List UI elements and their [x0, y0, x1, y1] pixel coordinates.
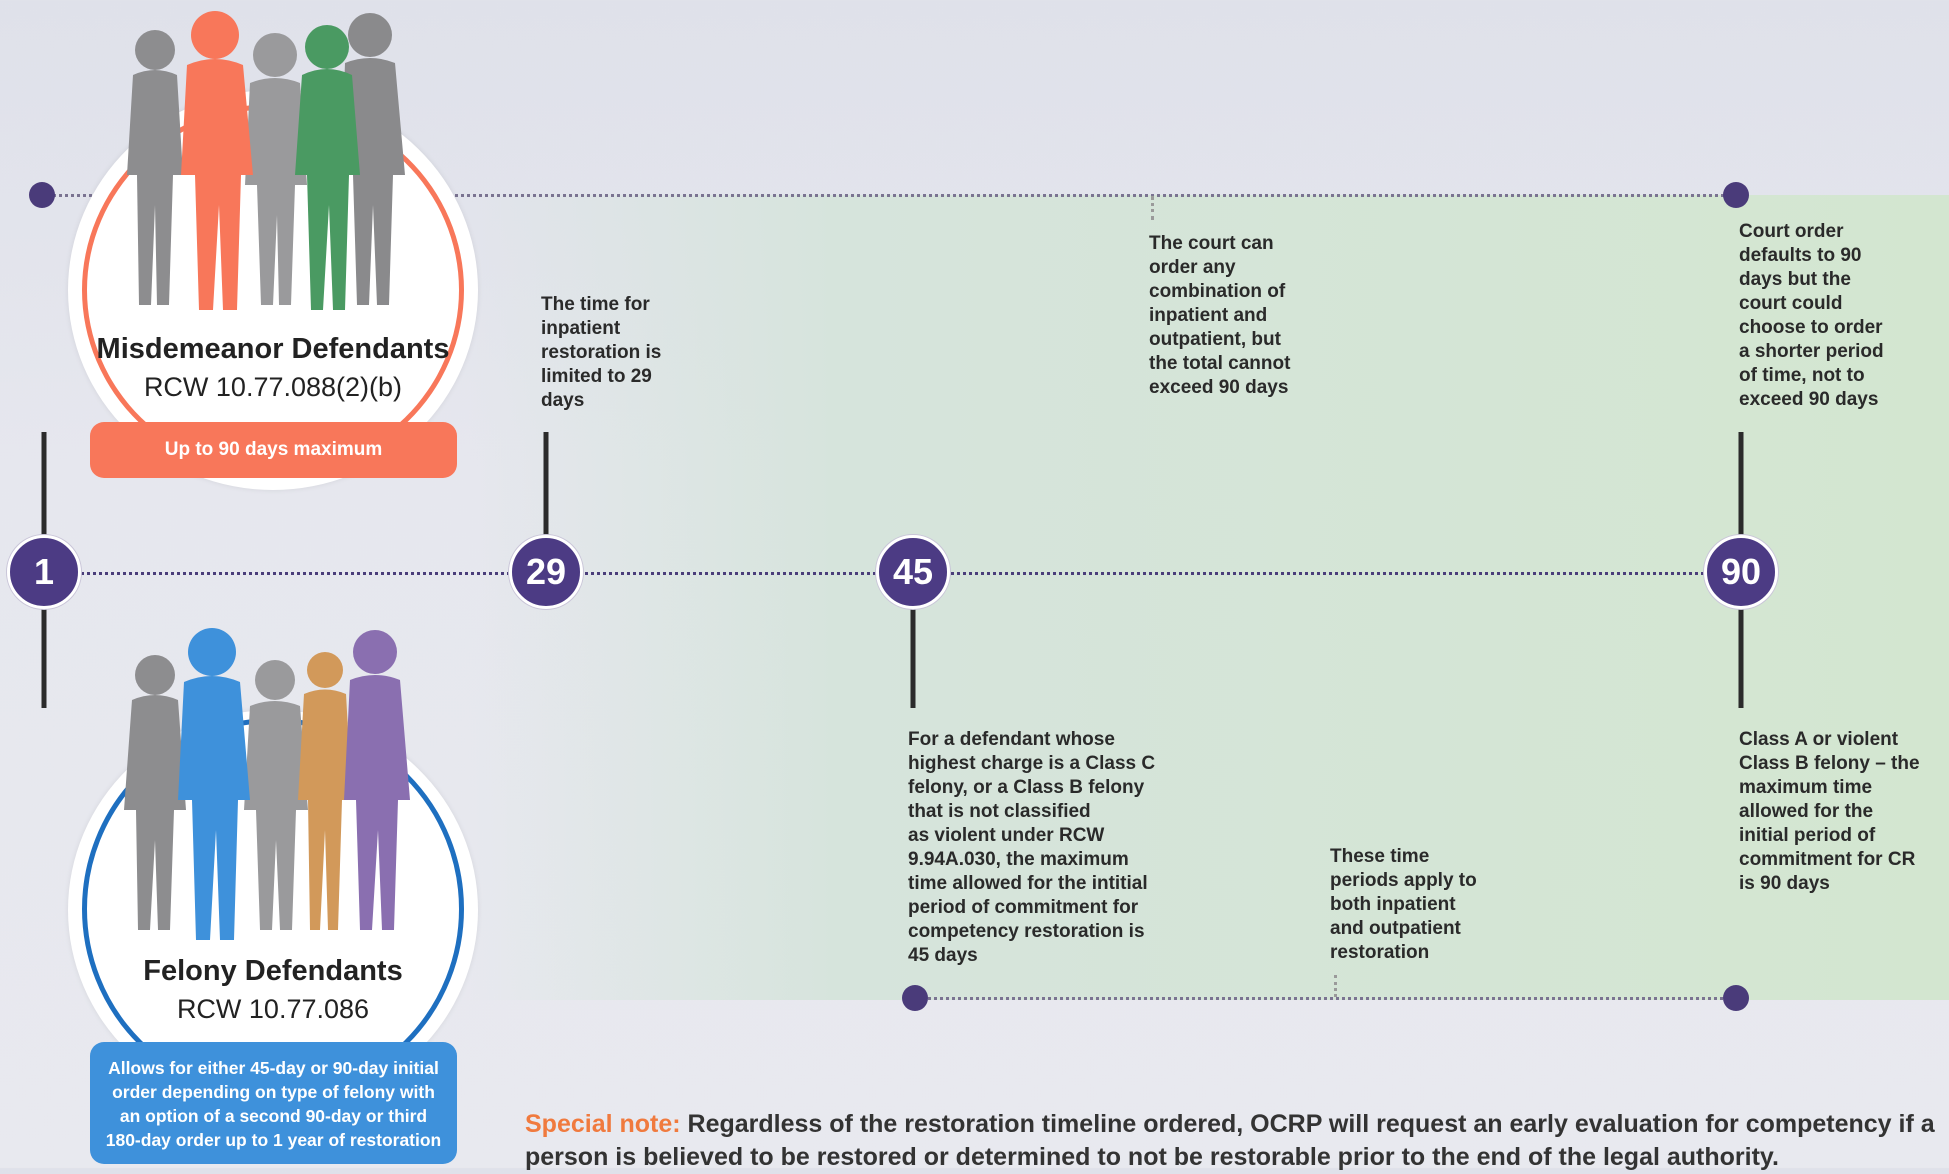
- note-day45: For a defendant whose highest charge is …: [908, 729, 1156, 966]
- person-silhouette: [344, 630, 410, 930]
- note-combination: The court can order any combination of i…: [1149, 233, 1291, 398]
- note-day90-bottom: Class A or violent Class B felony – the …: [1739, 729, 1920, 894]
- misdemeanor-title: Misdemeanor Defendants: [96, 333, 450, 365]
- both-connector: [1334, 975, 1337, 997]
- person-silhouette: [124, 655, 186, 930]
- felony-pill: Allows for either 45-day or 90-day initi…: [90, 1042, 457, 1164]
- misdemeanor-rcw: RCW 10.77.088(2)(b): [143, 372, 403, 402]
- day-marker-90: 90: [1704, 535, 1778, 609]
- day-marker-29: 29: [509, 535, 583, 609]
- day29-bar: [543, 432, 549, 572]
- bottom-dotted-line: [915, 997, 1736, 1000]
- bottom-left-dot: [902, 985, 928, 1011]
- note-day29: The time for inpatient restoration is li…: [541, 294, 662, 411]
- person-silhouette: [178, 628, 250, 940]
- top-dotted-line: [42, 194, 1736, 197]
- combo-connector: [1151, 196, 1154, 220]
- day45-bar: [910, 572, 916, 708]
- misdemeanor-people-silhouettes: [127, 11, 405, 310]
- note-day90-top: Court order defaults to 90 days but the …: [1739, 221, 1884, 410]
- special-note-text: Regardless of the restoration timeline o…: [525, 1110, 1935, 1171]
- day-marker-1: 1: [7, 535, 81, 609]
- person-silhouette: [245, 33, 307, 305]
- felony-title: Felony Defendants: [143, 955, 403, 987]
- top-left-dot: [29, 182, 55, 208]
- special-note: Special note: Regardless of the restorat…: [525, 1108, 1935, 1174]
- person-silhouette: [341, 13, 405, 305]
- misdemeanor-pill: Up to 90 days maximum: [90, 422, 457, 478]
- felony-rcw: RCW 10.77.086: [176, 994, 370, 1024]
- person-silhouette: [298, 652, 352, 930]
- person-silhouette: [127, 30, 183, 305]
- note-both-types: These time periods apply to both inpatie…: [1330, 846, 1477, 963]
- timeline-band: [470, 195, 1949, 1000]
- person-silhouette: [295, 25, 360, 310]
- special-note-label: Special note:: [525, 1110, 681, 1138]
- felony-people-silhouettes: [124, 628, 410, 940]
- top-right-dot: [1723, 182, 1749, 208]
- day-marker-45: 45: [876, 535, 950, 609]
- bottom-right-dot: [1723, 985, 1749, 1011]
- person-silhouette: [244, 660, 308, 930]
- person-silhouette: [181, 11, 253, 310]
